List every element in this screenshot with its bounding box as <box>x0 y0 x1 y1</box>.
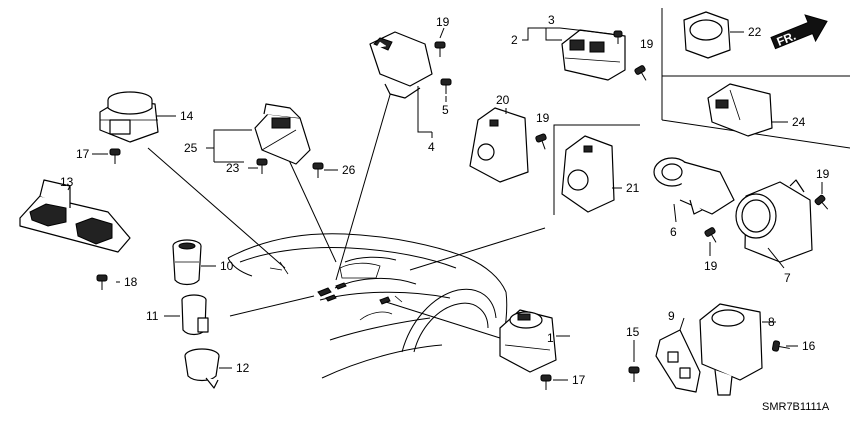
diagram-code: SMR7B1111A <box>762 401 830 413</box>
callout-brackets <box>206 27 613 163</box>
screw-icon <box>109 148 121 164</box>
screw-icon <box>440 78 452 94</box>
callout-2: 2 <box>511 33 518 47</box>
callout-26: 26 <box>342 163 356 177</box>
callout-13: 13 <box>60 175 74 189</box>
part-20-module <box>469 107 529 183</box>
callout-4: 4 <box>428 140 435 154</box>
part-9-bracket <box>655 329 701 393</box>
callout-11: 11 <box>146 309 159 323</box>
part-12-bezel <box>184 348 220 389</box>
callout-17-left: 17 <box>76 147 90 161</box>
right-panel-frames <box>553 8 850 215</box>
screw-icon <box>540 374 552 390</box>
screw-icon <box>312 162 324 178</box>
car-body-outline <box>227 233 508 379</box>
callout-19-upper-right: 19 <box>640 37 654 51</box>
callout-16: 16 <box>802 339 816 353</box>
front-direction-label: FR. <box>775 29 798 49</box>
callout-19-top: 19 <box>436 15 450 29</box>
callout-3: 3 <box>548 13 555 27</box>
part-1-switch <box>499 309 557 373</box>
part-13-panel <box>19 179 131 253</box>
screw-icon <box>771 340 790 352</box>
callout-18: 18 <box>124 275 138 289</box>
callout-9: 9 <box>668 309 675 323</box>
part-2-switch <box>561 29 626 81</box>
callout-numbers: 1 2 3 4 5 6 7 8 9 10 11 12 13 14 15 16 1… <box>60 13 830 387</box>
part-11-socket <box>181 294 209 336</box>
screw-icon <box>613 30 623 44</box>
screw-icons <box>96 30 829 390</box>
callout-8: 8 <box>768 315 775 329</box>
screw-icon <box>814 194 829 210</box>
part-21-module <box>561 135 615 213</box>
callout-20: 20 <box>496 93 510 107</box>
callout-leaders <box>67 27 823 381</box>
callout-5: 5 <box>442 103 449 117</box>
callout-19-right: 19 <box>816 167 830 181</box>
callout-10: 10 <box>220 259 234 273</box>
callout-6: 6 <box>670 225 677 239</box>
callout-19-middle: 19 <box>536 111 550 125</box>
part-6-ignition <box>653 157 735 215</box>
part-25-switch <box>254 103 311 165</box>
screw-icon <box>704 227 717 243</box>
screw-icon <box>628 366 640 382</box>
callout-24: 24 <box>792 115 806 129</box>
part-7-start-button <box>735 179 813 263</box>
part-14-switch <box>99 91 159 143</box>
part-10-socket <box>172 239 202 286</box>
leader-lines <box>147 87 546 339</box>
callout-1: 1 <box>547 331 554 345</box>
screw-icon <box>634 65 647 81</box>
screw-icon <box>96 274 108 290</box>
screw-icon <box>256 158 268 174</box>
callout-17-bottom: 17 <box>572 373 586 387</box>
callout-22: 22 <box>748 25 762 39</box>
part-4-switch <box>369 31 433 99</box>
callout-14: 14 <box>180 109 194 123</box>
callout-19-lower: 19 <box>704 259 718 273</box>
callout-7: 7 <box>784 271 791 285</box>
callout-12: 12 <box>236 361 250 375</box>
callout-15: 15 <box>626 325 640 339</box>
screw-icon <box>535 133 547 150</box>
part-8-module <box>699 303 763 396</box>
part-22-switch <box>683 11 731 59</box>
callout-21: 21 <box>626 181 640 195</box>
callout-23: 23 <box>226 161 240 175</box>
callout-25: 25 <box>184 141 198 155</box>
front-direction-arrow-icon: FR. <box>770 14 828 50</box>
screw-icon <box>434 41 446 57</box>
part-24-switch <box>707 83 773 137</box>
